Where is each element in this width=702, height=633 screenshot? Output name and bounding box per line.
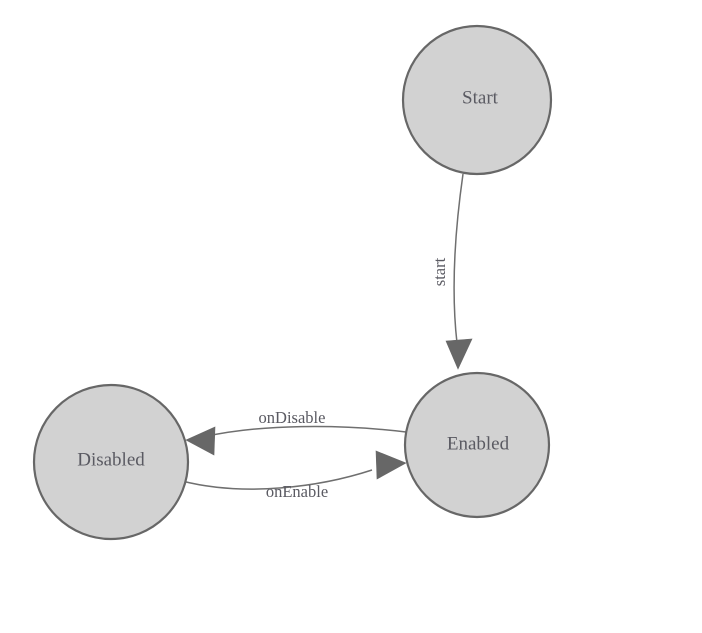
node-disabled-circle <box>32 383 190 541</box>
node-disabled[interactable]: Disabled <box>32 383 190 541</box>
edge-label-onenable: onEnable <box>266 482 328 501</box>
node-enabled[interactable]: Enabled <box>403 371 551 519</box>
edge-path-enabled-to-disabled <box>202 425 407 438</box>
edge-label-start: start <box>430 257 449 286</box>
node-start-label: Start <box>462 87 499 108</box>
arrowhead-into-enabled-left <box>375 450 407 480</box>
edge-disabled-to-enabled[interactable]: onEnable <box>181 450 407 501</box>
node-start[interactable]: Start <box>401 24 553 176</box>
edge-label-ondisable: onDisable <box>259 408 326 427</box>
edge-path-disabled-to-enabled <box>181 469 373 490</box>
node-start-circle <box>401 24 553 176</box>
node-enabled-label: Enabled <box>447 433 510 454</box>
edge-enabled-to-disabled[interactable]: onDisable <box>185 408 407 456</box>
arrowhead-into-disabled <box>185 426 216 456</box>
edge-start-to-enabled[interactable]: start <box>430 173 473 370</box>
edge-path-start-to-enabled <box>453 173 464 344</box>
arrowhead-into-enabled-top <box>445 338 473 370</box>
node-disabled-label: Disabled <box>77 449 145 470</box>
node-enabled-circle <box>403 371 551 519</box>
